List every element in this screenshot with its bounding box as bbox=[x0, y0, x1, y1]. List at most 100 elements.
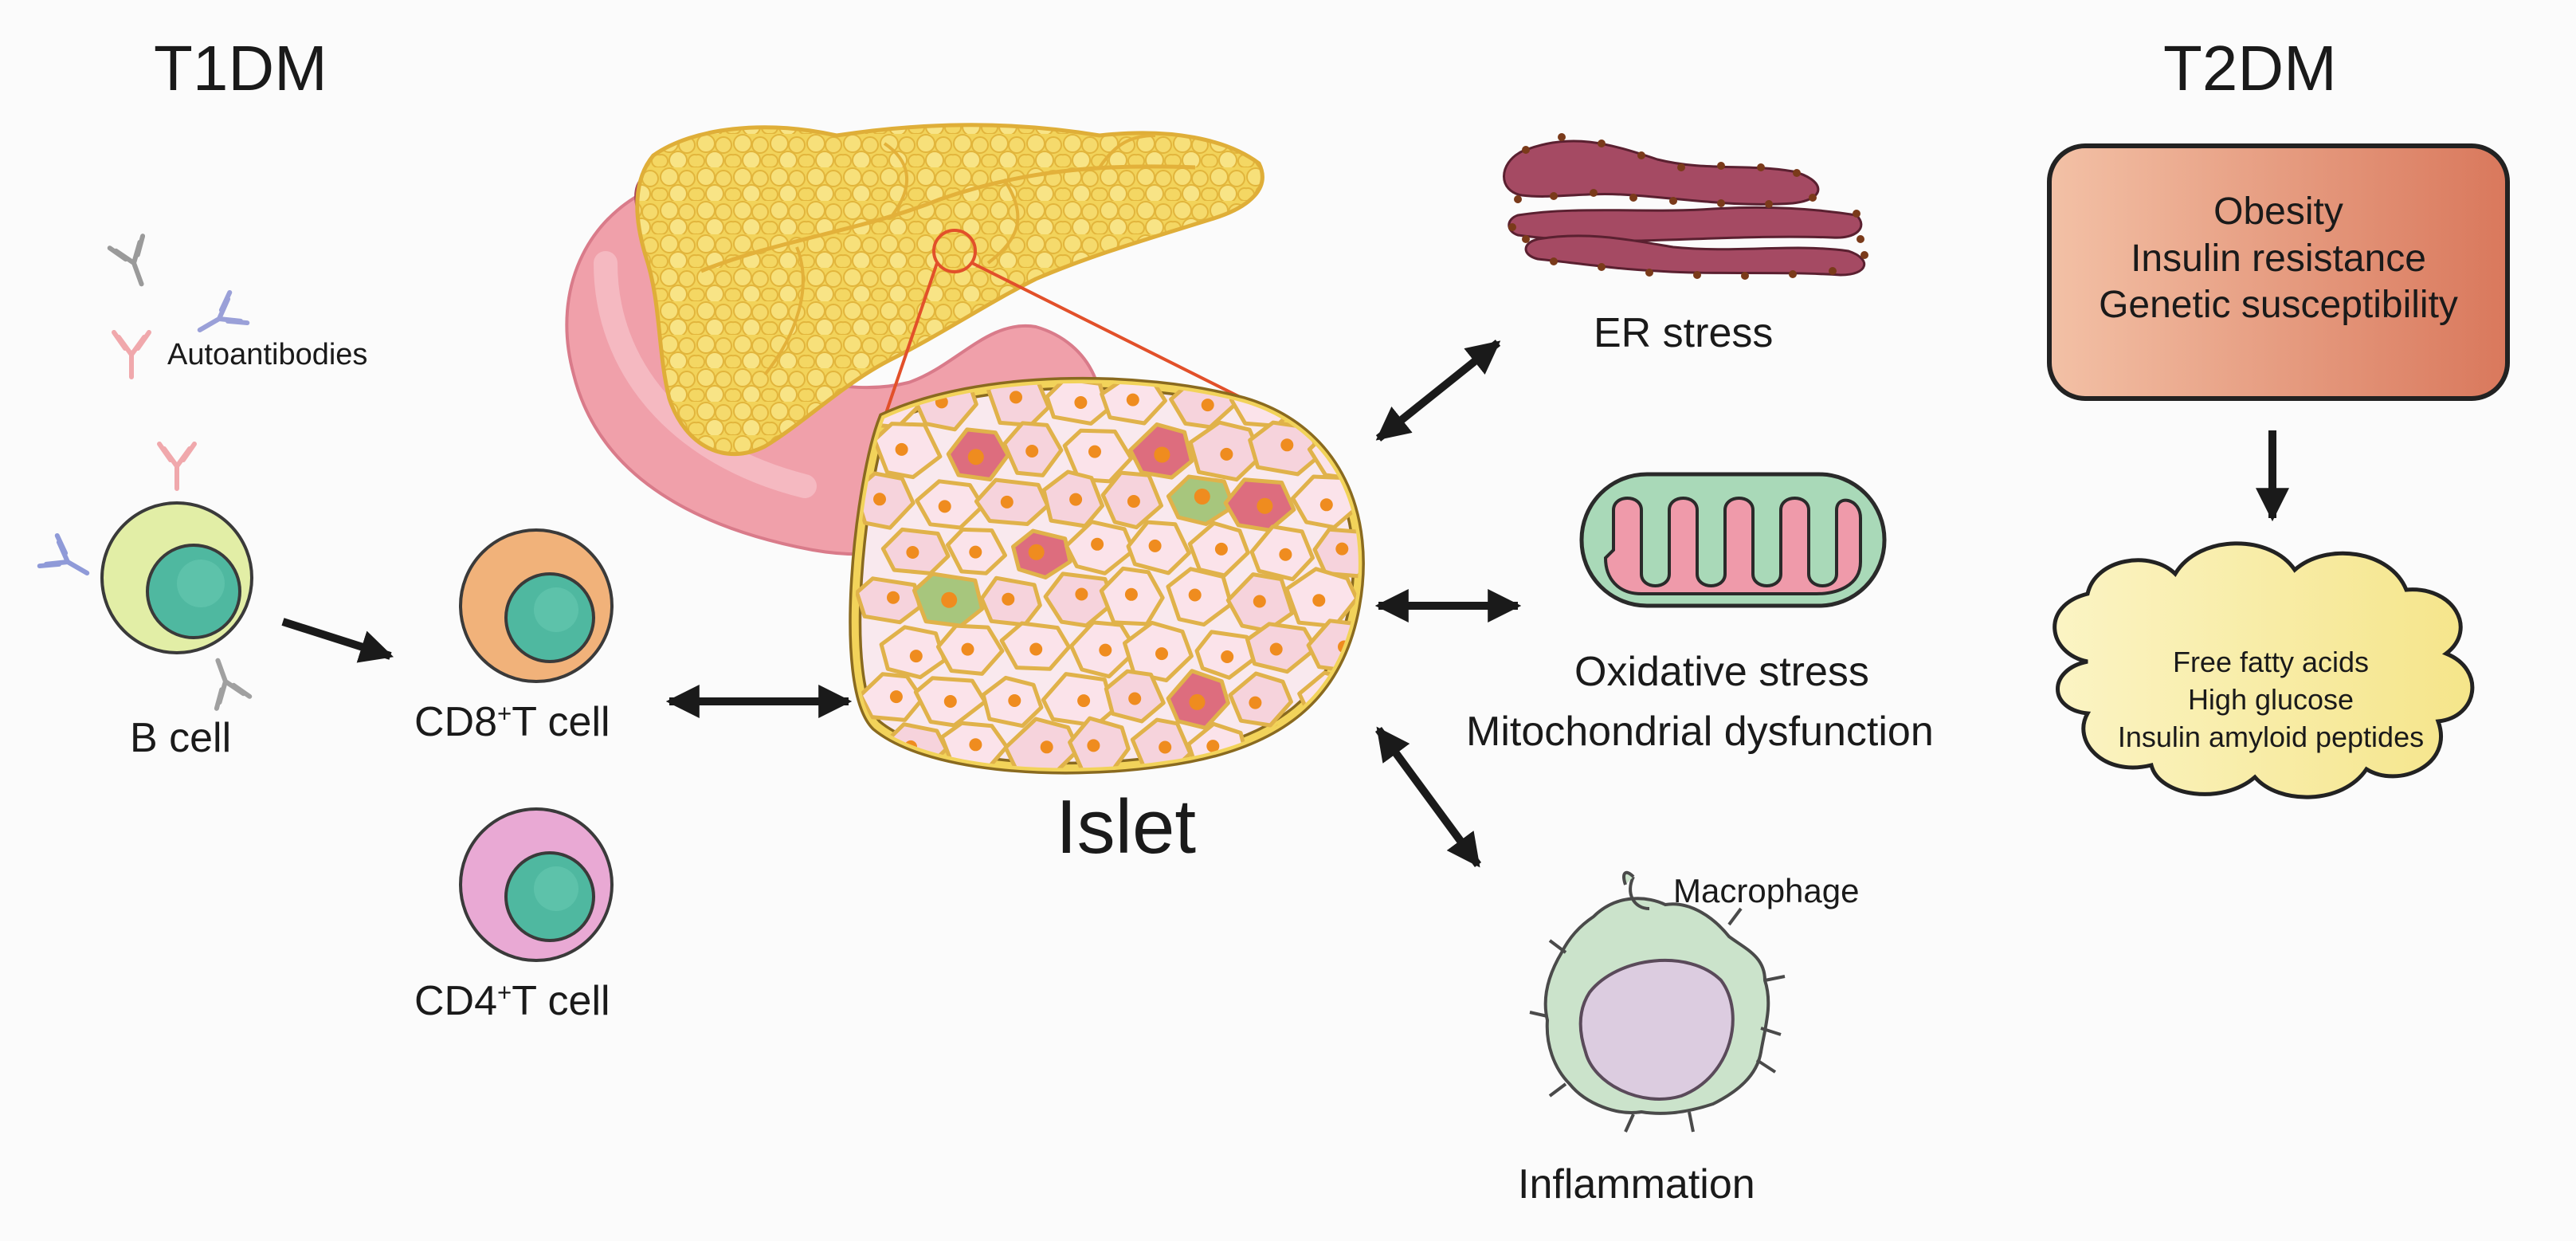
cd8-t-cell bbox=[459, 528, 614, 683]
cell-nucleus bbox=[1008, 694, 1021, 707]
cell-nucleus bbox=[1344, 445, 1358, 458]
autoantibodies-label: Autoantibodies bbox=[167, 338, 368, 371]
ribosome-dot bbox=[1629, 194, 1637, 202]
risk-factor-item: Insulin resistance bbox=[2131, 237, 2426, 280]
antibody-icon bbox=[214, 658, 253, 711]
risk-factor-item: Obesity bbox=[2213, 190, 2343, 233]
cell-nucleus bbox=[1279, 548, 1292, 561]
ribosome-dot bbox=[1741, 272, 1749, 280]
zoom-circle bbox=[932, 229, 977, 273]
antibody-icon bbox=[197, 289, 250, 332]
cell-nucleus bbox=[969, 545, 982, 559]
ribosome-dot bbox=[1669, 197, 1677, 205]
cell-nucleus bbox=[906, 546, 919, 559]
risk-factor-item: Genetic susceptibility bbox=[2099, 284, 2458, 327]
cell-nucleus bbox=[1319, 395, 1333, 408]
ribosome-dot bbox=[1558, 133, 1566, 141]
er-icon bbox=[1503, 139, 1866, 277]
macrophage-icon bbox=[1529, 870, 1786, 1133]
cell-nucleus bbox=[873, 493, 886, 506]
cell-nucleus bbox=[1312, 594, 1326, 607]
islet-cell bbox=[1315, 713, 1359, 768]
ribosome-dot bbox=[1508, 223, 1516, 231]
risk-factors-box bbox=[2047, 143, 2510, 401]
b-cell-label: B cell bbox=[130, 715, 232, 761]
autoantibody-icons bbox=[37, 234, 253, 711]
ribosome-dot bbox=[1717, 199, 1725, 207]
cell-nucleus bbox=[1075, 587, 1088, 601]
cd8-t-cell-label: CD8+T cell bbox=[414, 699, 610, 745]
cell-nucleus bbox=[969, 738, 982, 752]
cell-nucleus bbox=[1010, 391, 1022, 404]
ribosome-dot bbox=[1789, 270, 1797, 278]
cell-nucleus bbox=[941, 591, 958, 608]
ribosome-dot bbox=[1550, 192, 1558, 200]
cell-nucleus bbox=[1249, 696, 1262, 709]
mitochondrion-icon bbox=[1579, 472, 1887, 608]
cell-nucleus bbox=[1126, 393, 1139, 406]
ribosome-dot bbox=[1829, 267, 1837, 275]
cell-nucleus bbox=[1257, 497, 1273, 514]
antibody-icon bbox=[107, 234, 146, 287]
cell-nucleus bbox=[1088, 445, 1101, 458]
cell-nucleus bbox=[1069, 493, 1083, 506]
antibody-icon bbox=[37, 532, 90, 575]
cell-nucleus bbox=[1127, 495, 1140, 508]
cell-nucleus bbox=[1040, 740, 1053, 754]
cell-nucleus bbox=[1253, 595, 1266, 608]
cell-nucleus bbox=[1028, 544, 1045, 560]
cell-nucleus bbox=[909, 650, 923, 663]
cell-nucleus bbox=[967, 449, 984, 465]
cell-nucleus bbox=[938, 500, 951, 513]
ribosome-dot bbox=[1677, 163, 1685, 171]
oxidative-stress-label: Oxidative stress bbox=[1574, 649, 1869, 695]
cell-nucleus bbox=[1221, 650, 1234, 663]
ribosome-dots bbox=[1508, 133, 1868, 280]
cell-nucleus bbox=[1335, 542, 1349, 556]
ribosome-dot bbox=[1598, 139, 1606, 147]
cell-nucleus bbox=[1279, 747, 1292, 760]
ribosome-dot bbox=[1853, 210, 1860, 218]
cell-nucleus bbox=[1214, 542, 1228, 556]
cell-nucleus bbox=[1091, 537, 1104, 551]
b-cell bbox=[100, 501, 253, 654]
t1dm-heading: T1DM bbox=[154, 33, 327, 104]
cell-nucleus bbox=[1128, 692, 1142, 705]
cell-nucleus bbox=[1002, 592, 1015, 606]
ribosome-dot bbox=[1522, 235, 1530, 243]
arrows bbox=[281, 340, 2289, 868]
islet-label: Islet bbox=[1056, 784, 1197, 870]
pancreas-body bbox=[635, 123, 1264, 457]
antibody-icon bbox=[157, 442, 197, 491]
triggers-cloud bbox=[2053, 541, 2475, 799]
cd4-t-cell bbox=[459, 807, 614, 962]
cell-nucleus bbox=[961, 642, 974, 656]
cell-nucleus bbox=[1189, 693, 1206, 710]
cell-nucleus bbox=[1342, 736, 1355, 749]
cell-nucleus bbox=[1124, 587, 1138, 601]
ribosome-dot bbox=[1514, 195, 1522, 203]
islet-cross-section bbox=[849, 376, 1365, 775]
islet-cell bbox=[1288, 383, 1354, 429]
cell-nucleus bbox=[1269, 642, 1283, 656]
ribosome-dot bbox=[1765, 200, 1773, 208]
ribosome-dot bbox=[1590, 189, 1598, 197]
trigger-item: Free fatty acids bbox=[2172, 646, 2370, 678]
ribosome-dot bbox=[1645, 269, 1653, 277]
cell-nucleus bbox=[1148, 539, 1162, 552]
cell-nucleus bbox=[1155, 647, 1168, 661]
ribosome-dot bbox=[1793, 169, 1801, 177]
ribosome-dot bbox=[1637, 151, 1645, 159]
ribosome-dot bbox=[1757, 163, 1765, 171]
t2dm-heading: T2DM bbox=[2163, 33, 2337, 104]
cell-nucleus bbox=[1159, 740, 1172, 754]
cell-nucleus bbox=[1220, 447, 1233, 461]
mitochondrial-dysfunction-label: Mitochondrial dysfunction bbox=[1466, 709, 1934, 755]
ribosome-dot bbox=[1550, 257, 1558, 265]
cell-nucleus bbox=[1201, 399, 1214, 412]
cell-nucleus bbox=[889, 690, 903, 704]
arrow-bcell-to-tcell bbox=[281, 618, 394, 663]
inflammation-label: Inflammation bbox=[1518, 1161, 1755, 1208]
